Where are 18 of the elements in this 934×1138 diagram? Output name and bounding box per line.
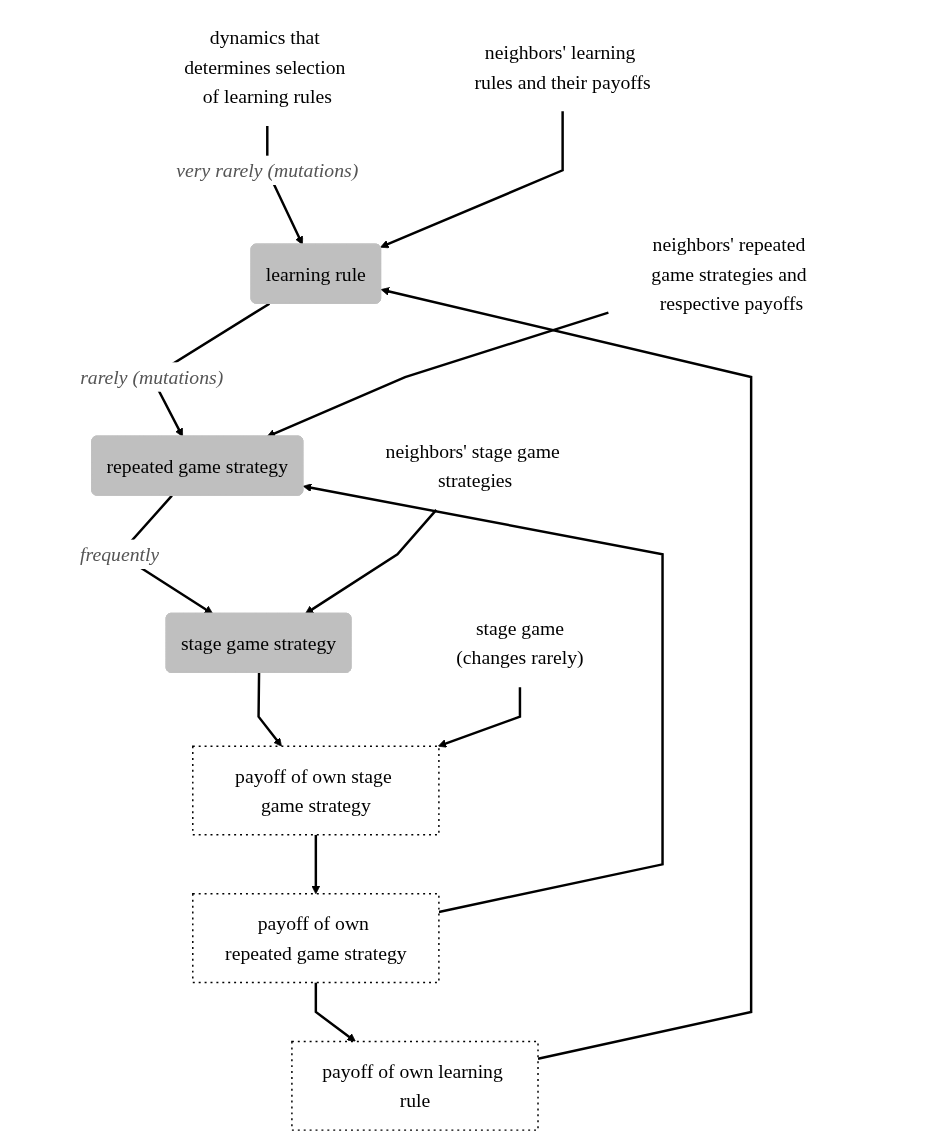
arrow: [311, 834, 320, 895]
arrow: [437, 687, 521, 748]
arrow: [304, 509, 437, 615]
node-text: stage game (changes rarely): [455, 617, 584, 669]
arrow: [379, 111, 564, 249]
arrow: [257, 672, 282, 747]
node-box: payoff of own repeated game strategy: [191, 893, 440, 984]
node-text: neighbors' repeated game strategies and respective payoffs: [651, 233, 807, 315]
arrow: [266, 311, 609, 438]
node-text: dynamics that determines selection of learning rules: [183, 26, 346, 108]
edge-label: frequently: [79, 543, 159, 566]
edge-label: rarely (mutations): [79, 366, 223, 388]
edge-label: very rarely (mutations): [176, 159, 358, 182]
arrow: [380, 287, 753, 1060]
node-text: neighbors' learning rules and their payoffs: [474, 41, 651, 93]
arrow: [302, 483, 664, 914]
arrow: [314, 982, 356, 1042]
node-text: neighbors' stage game strategies: [385, 440, 560, 492]
